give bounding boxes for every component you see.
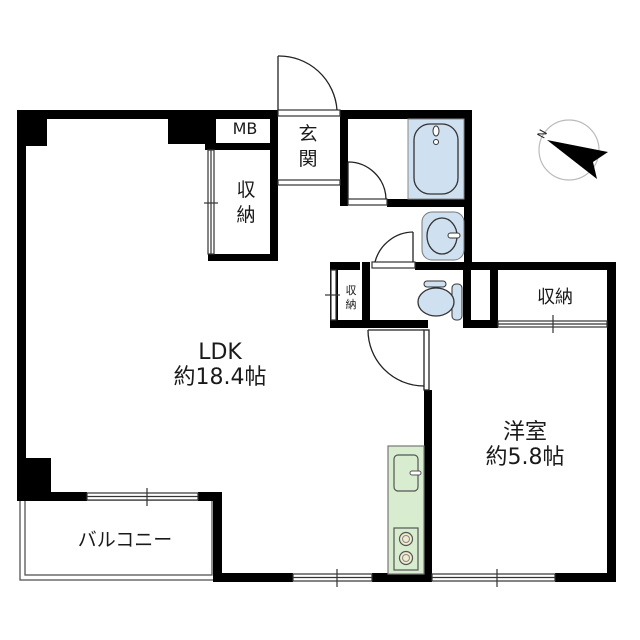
storage-small-label: 収 納 xyxy=(338,284,364,313)
balcony-label: バルコニー xyxy=(77,529,173,551)
room-ldk-label: LDK 約18.4帖 xyxy=(150,340,290,391)
windows xyxy=(86,109,608,587)
walls xyxy=(17,110,616,582)
compass-icon: N xyxy=(535,119,608,181)
room-western-name: 洋室 xyxy=(502,420,547,445)
toilet-icon xyxy=(417,280,463,321)
room-western-area: 約5.8帖 xyxy=(485,445,565,471)
room-western-label: 洋室 約5.8帖 xyxy=(460,420,590,471)
door-swings xyxy=(277,55,430,391)
storage-ldk-label: 収 納 xyxy=(226,178,266,227)
storage-western-label: 収納 xyxy=(537,287,573,308)
storage-ldk-label-bottom: 納 xyxy=(236,203,256,226)
meter-box-label: MB xyxy=(232,119,258,138)
entrance-label-bottom: 関 xyxy=(298,147,318,170)
room-ldk-area: 約18.4帖 xyxy=(173,365,267,391)
bathtub-icon xyxy=(407,118,465,200)
entrance-label: 玄 関 xyxy=(280,122,336,171)
kitchen-sink-icon xyxy=(393,454,422,492)
storage-small-label-bottom: 納 xyxy=(345,298,357,312)
storage-small-label-top: 収 xyxy=(345,284,357,297)
kitchen-counter xyxy=(387,445,425,575)
gas-stove-icon xyxy=(393,527,419,571)
room-ldk-name: LDK xyxy=(198,340,242,365)
washbasin-icon xyxy=(421,211,465,261)
entrance-label-top: 玄 xyxy=(298,123,318,145)
storage-ldk-label-top: 収 xyxy=(236,179,256,201)
